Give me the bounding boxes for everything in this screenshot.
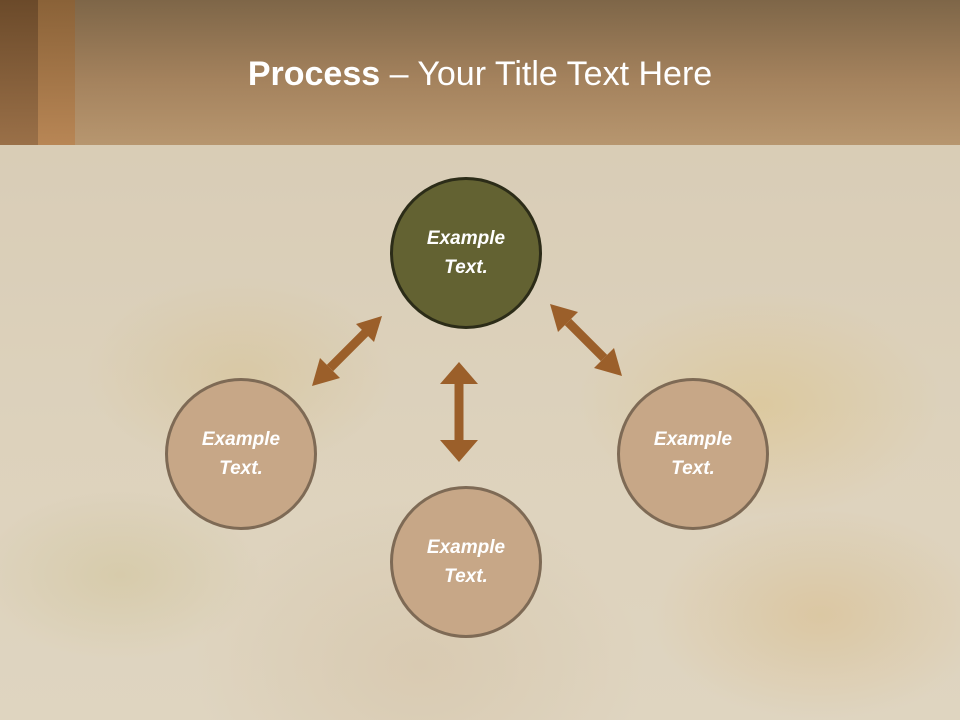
arrow-center-left [312, 316, 382, 386]
bottom-node-line1: Example [426, 537, 506, 558]
center-node-line2: Text. [444, 257, 488, 278]
slide-title: Process – Your Title Text Here [0, 52, 960, 96]
header-accent-strip [0, 0, 38, 145]
arrow-center-bottom [440, 362, 478, 462]
left-node-line1: Example [201, 429, 281, 450]
title-rest: – Your Title Text Here [380, 55, 713, 93]
header-accent-strip-2 [38, 0, 75, 145]
center-node-line1: Example [426, 228, 506, 249]
left-node-line2: Text. [219, 458, 263, 479]
title-bold: Process [247, 55, 381, 93]
bottom-node-line2: Text. [444, 566, 488, 587]
arrow-center-right [550, 304, 622, 376]
right-node-line2: Text. [671, 458, 715, 479]
header-band: Process – Your Title Text Here [0, 0, 960, 145]
right-node-line1: Example [653, 429, 733, 450]
